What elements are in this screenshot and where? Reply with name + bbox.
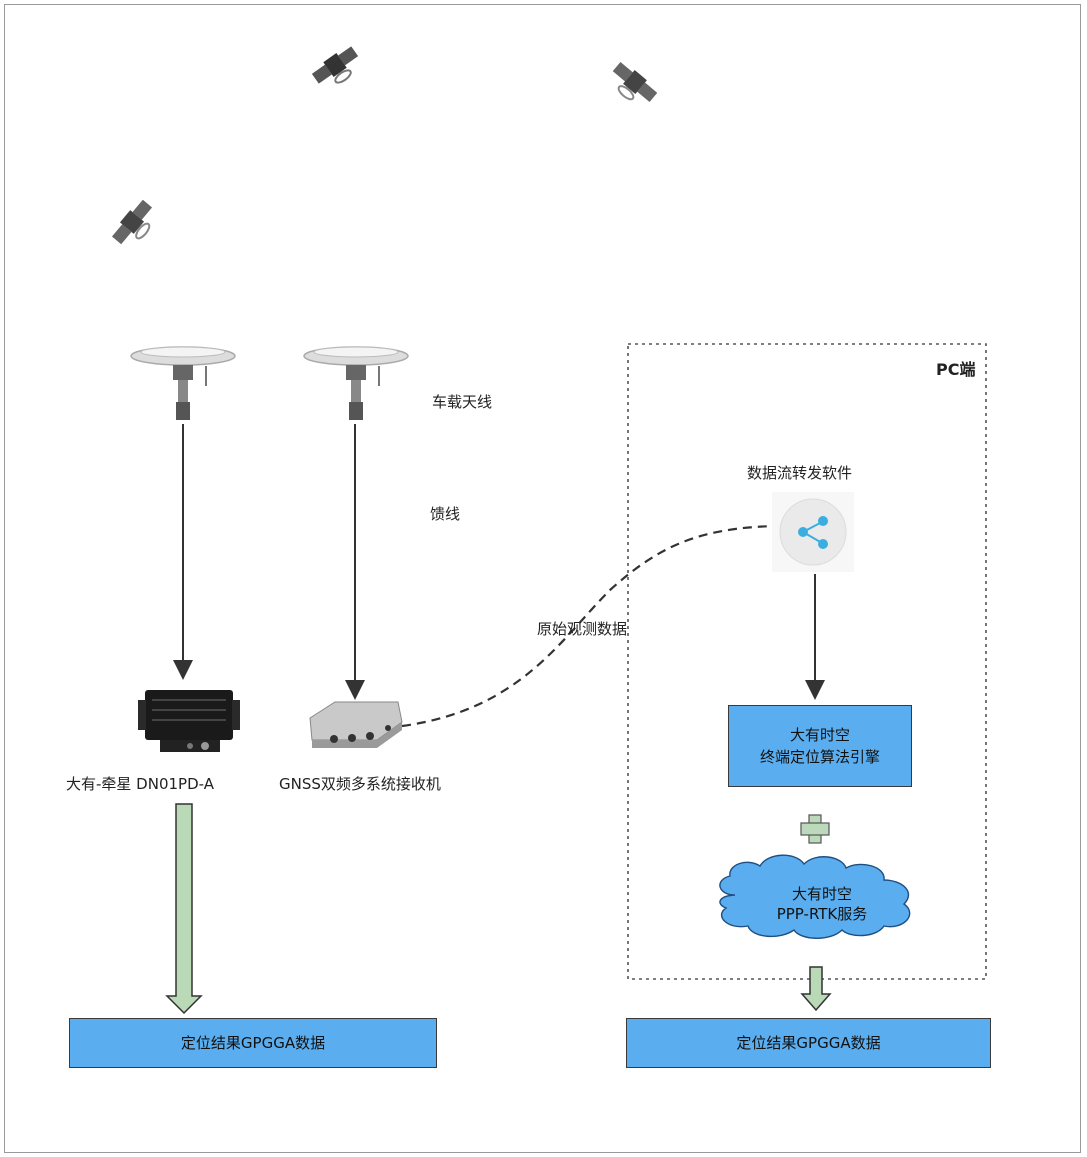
result-box-left: 定位结果GPGGA数据 bbox=[69, 1018, 437, 1068]
device-mid-label: GNSS双频多系统接收机 bbox=[279, 775, 441, 793]
device-left-label: 大有-牵星 DN01PD-A bbox=[66, 775, 214, 793]
cloud-line1: 大有时空 bbox=[791, 885, 852, 903]
engine-box-line1: 大有时空 bbox=[789, 726, 850, 744]
raw-observation-link bbox=[401, 524, 777, 728]
satellite-icon bbox=[612, 61, 658, 103]
forward-software-label: 数据流转发软件 bbox=[747, 464, 853, 482]
antenna-icon bbox=[303, 346, 409, 420]
plus-icon bbox=[800, 814, 830, 844]
pc-region bbox=[627, 343, 987, 980]
satellite-icon bbox=[311, 46, 359, 84]
device-dn01pd-icon bbox=[138, 690, 240, 752]
receiver-icon bbox=[309, 701, 403, 748]
pc-label: PC端 bbox=[936, 360, 976, 379]
result-box-right: 定位结果GPGGA数据 bbox=[626, 1018, 991, 1068]
antenna-icon bbox=[130, 346, 236, 420]
antenna-label: 车载天线 bbox=[432, 393, 493, 411]
satellite-icon bbox=[111, 199, 153, 245]
diagram-frame bbox=[4, 4, 1081, 1153]
engine-box: 大有时空 终端定位算法引擎 bbox=[728, 705, 912, 787]
raw-observation-label: 原始观测数据 bbox=[537, 620, 628, 638]
cloud-text: 大有时空 PPP-RTK服务 bbox=[722, 884, 922, 924]
cloud-icon bbox=[719, 854, 911, 939]
share-icon bbox=[772, 492, 854, 572]
feeder-label: 馈线 bbox=[430, 505, 461, 523]
cloud-line2: PPP-RTK服务 bbox=[776, 905, 868, 923]
result-arrow-left bbox=[165, 803, 203, 1015]
result-arrow-right bbox=[800, 966, 832, 1012]
engine-box-line2: 终端定位算法引擎 bbox=[759, 748, 880, 766]
